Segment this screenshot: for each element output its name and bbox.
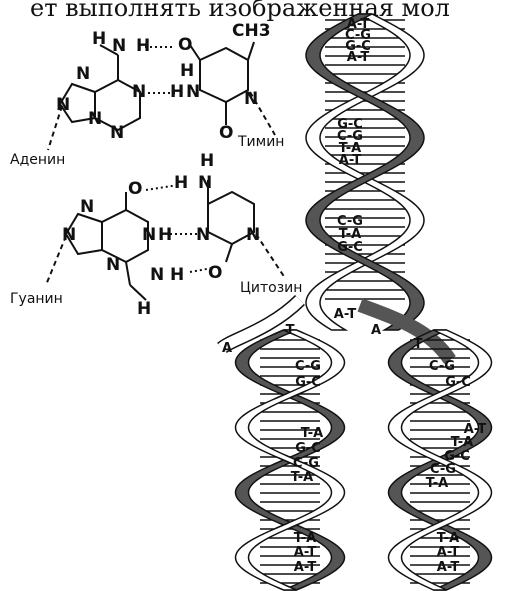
base-pair-label: A-T	[294, 545, 317, 560]
base-pair-label: A	[222, 341, 232, 356]
base-pair-label: A-T	[347, 17, 370, 32]
base-pair-label: T	[286, 323, 295, 338]
base-pair-label: C-G	[293, 456, 319, 471]
atom-label: CH3	[232, 21, 271, 41]
atom-label: O	[208, 263, 222, 283]
atom-label: H	[158, 225, 172, 245]
cytosine-label: Цитозин	[240, 280, 302, 296]
atom-label: N	[198, 173, 212, 193]
adenine-thymine-pair	[47, 41, 276, 151]
adenine-label: Аденин	[10, 152, 65, 168]
base-pair-label: T-A	[426, 476, 448, 491]
base-pair-label: C-G	[430, 462, 456, 477]
base-pair-label: T-A	[451, 435, 473, 450]
base-pair-label: T-A	[294, 531, 316, 546]
base-pair-label: A-T	[437, 545, 460, 560]
thymine-ring	[199, 46, 249, 104]
base-pair-label: A-T	[464, 422, 487, 437]
base-pair-label: C-G	[337, 214, 363, 229]
base-pair-label: A-T	[334, 307, 357, 322]
helix-strand-light	[305, 13, 425, 331]
base-pair-label: C-G	[295, 359, 321, 374]
helix-strand-light	[387, 329, 493, 591]
atom-label: H	[136, 36, 150, 56]
atom-label: H	[200, 151, 214, 171]
base-pair-label: T-A	[339, 227, 361, 242]
atom-label: N	[80, 197, 94, 217]
atom-label: H	[92, 29, 106, 49]
base-pair-label: T-A	[291, 470, 313, 485]
base-pair-label: A-T	[437, 560, 460, 575]
atom-label: H	[174, 173, 188, 193]
atom-label: N	[132, 82, 146, 102]
base-pair-label: G-C	[337, 117, 363, 132]
atom-label: N	[196, 225, 210, 245]
atom-label: N	[106, 255, 120, 275]
base-pair-label: G-C	[345, 39, 371, 54]
base-pair-label: T	[414, 337, 423, 352]
base-pair-label: A-T	[294, 560, 317, 575]
atom-label: N	[76, 64, 90, 84]
base-pair-label: C-G	[345, 28, 371, 43]
atom-label: N	[150, 265, 164, 285]
atom-label: N	[62, 225, 76, 245]
base-pair-label: A-T	[339, 153, 362, 168]
atom-label: H	[180, 61, 194, 81]
atom-label: N	[110, 123, 124, 143]
guanine-five-ring	[64, 212, 103, 256]
thymine-label: Тимин	[237, 134, 284, 150]
guanine-cytosine-pair	[45, 180, 286, 301]
base-pair-label: T-A	[339, 141, 361, 156]
atom-label: N	[246, 225, 260, 245]
adenine-thymine-atoms: H N H O CH3 N N H N H N N N O N Аденин Т…	[10, 21, 284, 168]
guanine-cytosine-atoms: H N H O N N H N N N N N H O H Гуанин Цит…	[10, 151, 302, 319]
header-cut-text: ет выполнять изображенная мол	[30, 0, 450, 22]
base-pair-label: T-A	[437, 531, 459, 546]
base-pair-label: G-C	[337, 240, 363, 255]
atom-label: O	[178, 35, 192, 55]
base-pair-label: C-G	[337, 129, 363, 144]
fork-strand-left-fill	[218, 296, 304, 353]
base-pair-label: G-C	[445, 375, 471, 390]
base-pair-label: T-A	[301, 426, 323, 441]
adenine-five-ring	[58, 82, 96, 124]
helix-strand-light	[234, 329, 346, 591]
guanine-label: Гуанин	[10, 291, 63, 307]
atom-label: H	[170, 265, 184, 285]
base-pair-label: A	[371, 323, 381, 338]
atom-label: H	[137, 299, 151, 319]
base-pair-label: C-G	[429, 359, 455, 374]
atom-label: N	[112, 36, 126, 56]
atom-label: H	[170, 82, 184, 102]
base-pair-label: A-T	[347, 50, 370, 65]
base-pair-label: G-C	[444, 449, 470, 464]
cytosine-ring	[207, 190, 255, 246]
atom-label: N	[244, 89, 258, 109]
fork-strand-right	[357, 298, 456, 365]
atom-label: N	[186, 82, 200, 102]
atom-label: N	[88, 109, 102, 129]
base-pair-label: G-C	[295, 441, 321, 456]
base-pair-label: G-C	[295, 375, 321, 390]
atom-label: N	[56, 95, 70, 115]
helix-strand-dark	[305, 13, 425, 331]
atom-label: N	[142, 225, 156, 245]
atom-label: O	[219, 123, 233, 143]
atom-label: O	[128, 179, 142, 199]
